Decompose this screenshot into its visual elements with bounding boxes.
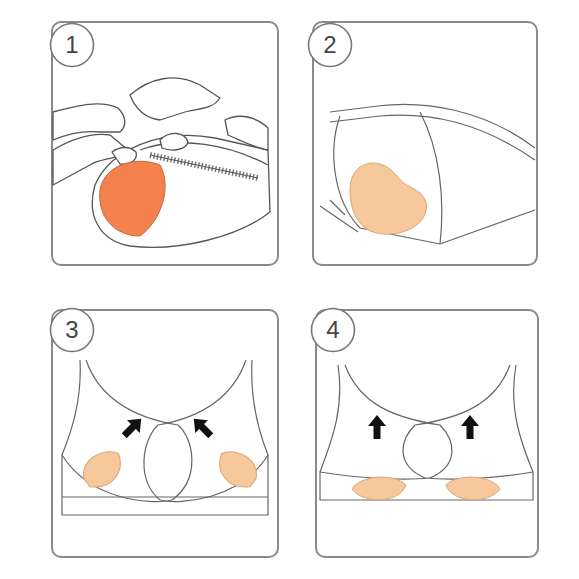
pad-beige [350,163,426,234]
step-number: 2 [323,33,336,57]
pad-beige [212,446,263,492]
cup-outline [320,104,535,244]
hands-inserting-pad [53,78,270,247]
step-number-circle: 3 [49,307,95,353]
circle-outline [51,309,94,352]
direction-arrow [461,415,479,439]
pad-beige [77,446,128,492]
bra-outline [320,365,533,500]
step-number: 1 [65,33,78,57]
direction-arrow [118,412,148,442]
step-number: 4 [326,318,339,342]
step-number-circle: 4 [310,307,356,353]
pad-beige [446,477,500,500]
step-number-circle: 1 [49,22,95,68]
bra-outline [62,360,268,515]
circle-outline [51,24,94,67]
step-number-circle: 2 [307,22,353,68]
pad-beige [352,477,406,500]
circle-outline [312,309,355,352]
panel-frame [316,310,538,557]
step-number: 3 [65,318,78,342]
pad-orange [100,161,165,236]
direction-arrow [368,415,386,439]
direction-arrow [187,412,217,442]
circle-outline [309,24,352,67]
